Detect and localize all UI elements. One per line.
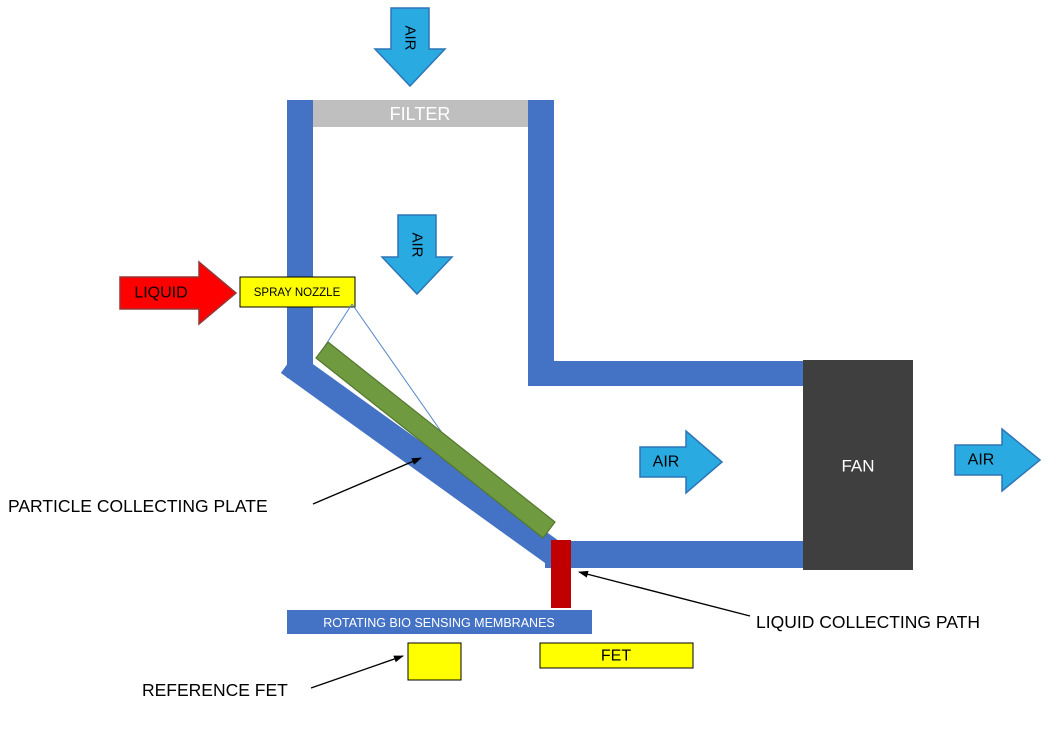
reference-fet-callout-label: REFERENCE FET [142,680,288,700]
fet-label: FET [601,648,631,665]
particle-collecting-plate [315,341,556,539]
particle-plate-callout-arrow [312,457,422,505]
liquid-arrow-label: LIQUID [134,285,187,302]
fan-box [803,360,913,570]
fet-box [539,642,694,669]
reference-fet-callout-arrow [310,655,404,689]
filter-label: FILTER [390,104,451,124]
air-arrow-mid-label: AIR [409,232,426,257]
membranes-label: ROTATING BIO SENSING MEMBRANES [323,616,555,630]
duct-diagonal [280,351,571,571]
reference-fet-box [407,642,462,681]
air-arrow-out [954,427,1042,493]
air-arrow-duct-label: AIR [653,454,680,471]
duct-left-wall [287,100,313,378]
membranes-bar [287,610,592,634]
air-arrow-top [373,7,447,88]
liquid-path-callout-arrow [578,570,751,617]
duct-top-horizontal [528,361,803,386]
air-arrow-duct [639,429,724,495]
spray-nozzle-box [239,276,356,308]
air-arrow-top-label: AIR [402,25,419,50]
liquid-path-callout-label: LIQUID COLLECTING PATH [756,612,980,632]
air-arrow-mid [380,214,454,296]
duct-right-wall [528,100,554,362]
spray-nozzle-label: SPRAY NOZZLE [254,287,341,299]
liquid-arrow [119,260,238,326]
liquid-collecting-path-box [551,540,571,608]
particle-plate-callout-label: PARTICLE COLLECTING PLATE [8,496,268,516]
spray-stream-line-right [351,303,453,448]
filter-box [313,100,528,127]
duct-bottom-horizontal [545,541,803,568]
fan-label: FAN [841,457,874,476]
air-arrow-out-label: AIR [968,452,995,469]
